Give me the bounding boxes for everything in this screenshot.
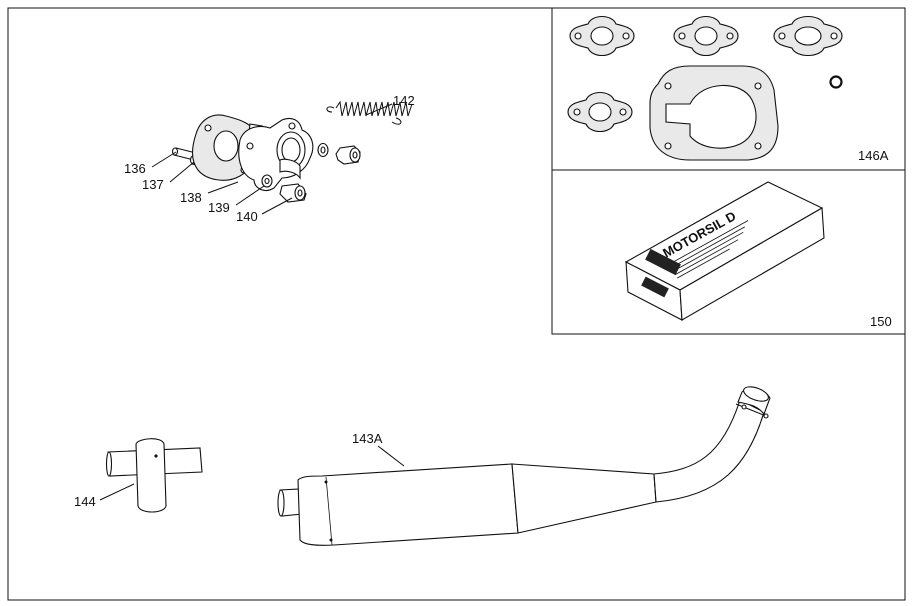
sealant-box-150: MOTORSIL D 150 <box>624 181 892 329</box>
flange-gasket <box>773 15 843 57</box>
sealant-panel <box>551 169 906 335</box>
coupling-144: 144 <box>74 438 203 513</box>
callout-144: 144 <box>74 494 96 509</box>
flange-gasket <box>567 91 633 133</box>
manifold-flange <box>238 117 314 191</box>
exhaust-143A: 143A <box>277 386 771 546</box>
cylinder-base-gasket <box>649 65 779 161</box>
box-end-logo <box>641 276 669 298</box>
nut <box>335 145 361 165</box>
gasket-kit-146A: 146A <box>567 15 889 163</box>
callout-139: 139 <box>208 200 230 215</box>
spring-142 <box>326 100 413 125</box>
washer <box>317 142 329 158</box>
callout-150: 150 <box>870 314 892 329</box>
nut-140 <box>279 183 307 203</box>
callout-146A: 146A <box>858 148 889 163</box>
callout-137: 137 <box>142 177 164 192</box>
callout-143A: 143A <box>352 431 383 446</box>
callout-140: 140 <box>236 209 258 224</box>
callout-136: 136 <box>124 161 146 176</box>
flange-gasket <box>569 15 635 57</box>
flange-gasket <box>673 15 739 57</box>
box-side <box>679 207 825 321</box>
box-logo <box>645 248 681 276</box>
callout-138: 138 <box>180 190 202 205</box>
callout-142: 142 <box>393 93 415 108</box>
washer-139 <box>261 174 273 188</box>
manifold-assembly: 136 137 138 139 140 142 <box>124 93 415 224</box>
o-ring <box>829 75 843 89</box>
